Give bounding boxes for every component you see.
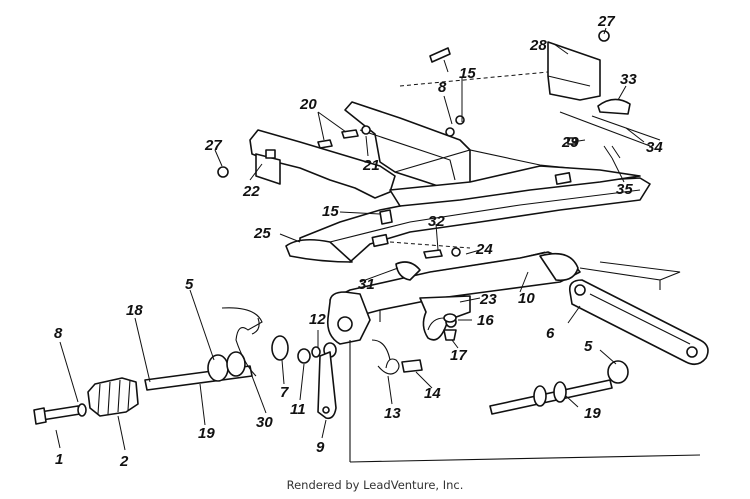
label-1: 1 xyxy=(55,451,63,468)
leader-lines xyxy=(55,27,645,451)
label-6: 6 xyxy=(546,325,555,342)
seat-bracket xyxy=(547,41,661,147)
label-11: 11 xyxy=(290,401,306,418)
link-arm xyxy=(317,351,337,420)
lift-arm xyxy=(568,279,709,366)
label-15-top: 15 xyxy=(459,65,476,82)
label-2: 2 xyxy=(119,453,129,470)
pivot-bracket xyxy=(326,291,701,463)
cross-bar xyxy=(329,251,681,330)
label-19-left: 19 xyxy=(198,425,215,442)
label-21: 21 xyxy=(362,157,380,174)
label-30: 30 xyxy=(256,414,273,431)
label-5-right: 5 xyxy=(584,338,593,355)
spring-bolt xyxy=(371,339,423,375)
label-32: 32 xyxy=(428,213,445,230)
guide-lines xyxy=(389,71,549,249)
label-23: 23 xyxy=(479,291,497,308)
gear-shaft-assembly xyxy=(33,351,253,425)
label-33: 33 xyxy=(620,71,637,88)
label-15-mid: 15 xyxy=(322,203,339,220)
label-34: 34 xyxy=(646,139,663,156)
label-8-top: 8 xyxy=(438,79,447,96)
right-shaft xyxy=(489,360,629,415)
render-credit: Rendered by LeadVenture, Inc. xyxy=(286,478,464,492)
label-18: 18 xyxy=(126,302,143,319)
label-14: 14 xyxy=(424,385,441,402)
label-28: 28 xyxy=(529,37,547,54)
label-10: 10 xyxy=(518,290,535,307)
label-19-right: 19 xyxy=(584,405,601,422)
label-8-left: 8 xyxy=(54,325,63,342)
h-frame xyxy=(249,101,641,207)
label-27-left: 27 xyxy=(204,137,222,154)
hardware xyxy=(217,30,621,341)
label-35: 35 xyxy=(616,181,633,198)
label-17: 17 xyxy=(450,347,467,364)
label-7: 7 xyxy=(280,384,289,401)
label-9: 9 xyxy=(316,439,325,456)
label-29: 29 xyxy=(561,134,579,151)
label-13: 13 xyxy=(384,405,401,422)
label-27-top: 27 xyxy=(597,13,615,30)
part-labels: 1 2 5 5 6 7 8 8 9 10 11 12 13 14 15 15 1… xyxy=(54,13,663,470)
label-12: 12 xyxy=(309,311,326,328)
label-5-left: 5 xyxy=(185,276,194,293)
label-22: 22 xyxy=(242,183,260,200)
spring-clip xyxy=(221,307,263,377)
label-20: 20 xyxy=(299,96,317,113)
label-16: 16 xyxy=(477,312,494,329)
label-24: 24 xyxy=(475,241,493,258)
label-31: 31 xyxy=(358,276,375,293)
label-25: 25 xyxy=(253,225,271,242)
